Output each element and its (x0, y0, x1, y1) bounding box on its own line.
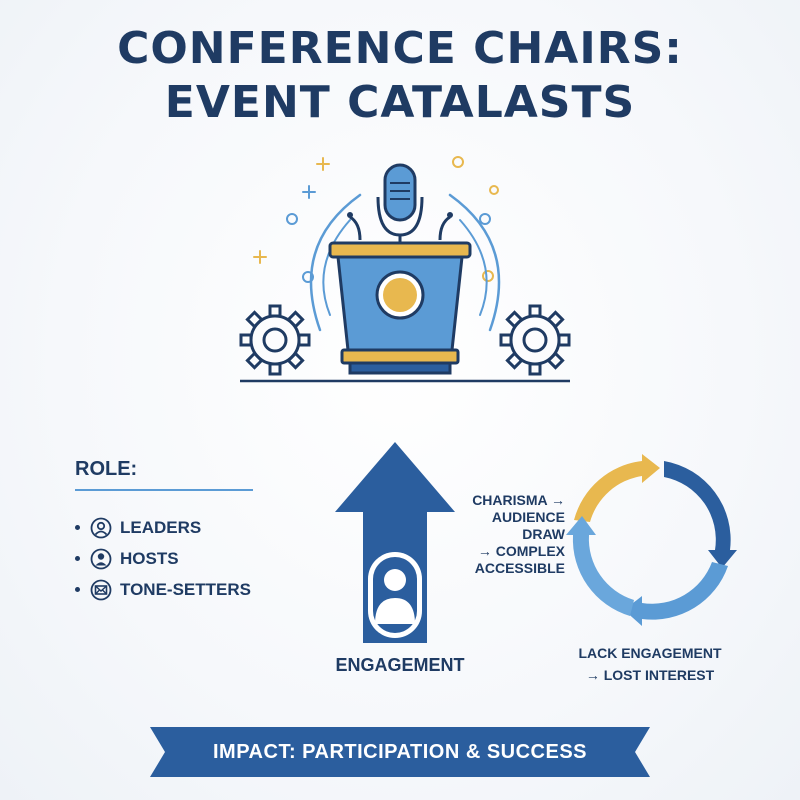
path-line: DRAW (522, 526, 565, 542)
role-item-leaders: LEADERS (75, 512, 251, 543)
role-divider (75, 489, 253, 491)
sparkle-decorations (253, 156, 501, 332)
bullet (75, 525, 80, 530)
podium-icon (328, 241, 472, 375)
path-line: ACCESSIBLE (474, 560, 565, 576)
podium-illustration (239, 156, 571, 383)
engagement-label: ENGAGEMENT (335, 655, 465, 675)
person-icon (375, 569, 415, 624)
cycle-segment-navy (664, 461, 737, 568)
microphone-icon (347, 163, 453, 246)
user-circle-icon (90, 517, 112, 538)
title-line-1: CONFERENCE CHAIRS: (117, 23, 683, 74)
role-list: LEADERS HOSTS TONE-SETTERS (75, 512, 251, 605)
role-item-hosts: HOSTS (75, 543, 251, 574)
cycle-diagram (566, 454, 737, 626)
cycle-segment-gold (574, 454, 660, 522)
page-title: CONFERENCE CHAIRS: EVENT CATALASTS (0, 22, 800, 130)
gear-icon-left (239, 304, 311, 376)
path-line: → COMPLEX (477, 543, 565, 559)
impact-banner-text: IMPACT: PARTICIPATION & SUCCESS (212, 741, 588, 763)
cycle-line: → LOST INTEREST (585, 667, 715, 683)
bullet (75, 587, 80, 592)
path-line: CHARISMA → (472, 492, 565, 508)
engagement-arrow (335, 442, 455, 643)
cycle-segment-light (624, 562, 728, 626)
role-label: HOSTS (120, 548, 179, 568)
path-line: AUDIENCE (491, 509, 565, 525)
gear-icon-right (499, 304, 571, 376)
engagement-path-text: CHARISMA → AUDIENCE DRAW → COMPLEX ACCES… (455, 492, 565, 577)
envelope-icon (90, 579, 112, 600)
cycle-line: LACK ENGAGEMENT (578, 645, 722, 661)
role-heading: ROLE: (75, 458, 138, 480)
title-line-2: EVENT CATALASTS (164, 77, 636, 128)
role-item-tone-setters: TONE-SETTERS (75, 574, 251, 605)
bullet (75, 556, 80, 561)
cycle-label: LACK ENGAGEMENT → LOST INTEREST (560, 642, 740, 686)
cycle-segment-light-2 (566, 516, 634, 616)
role-label: TONE-SETTERS (120, 579, 251, 599)
impact-banner (150, 727, 650, 777)
role-label: LEADERS (120, 517, 202, 537)
user-badge-icon (90, 548, 112, 569)
